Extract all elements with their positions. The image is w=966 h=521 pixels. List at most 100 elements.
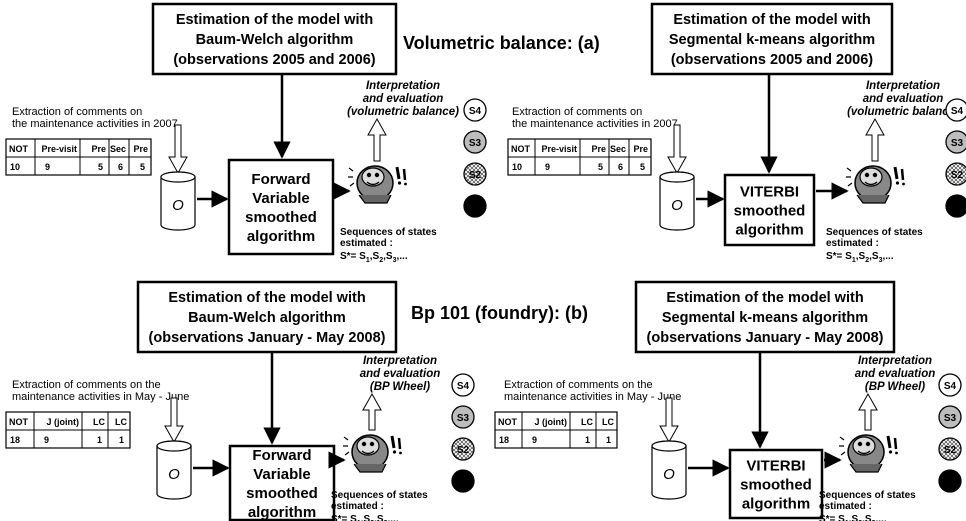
estimation-box: [634, 280, 896, 354]
person-face-shape: [361, 167, 385, 187]
person-figure-icon: [846, 165, 905, 204]
formula-subscript: 2: [865, 257, 869, 264]
state-label-s3: S3: [469, 138, 482, 149]
person-eye-right: [369, 441, 375, 447]
cylinder-top: [156, 440, 192, 452]
person-figure-icon: [348, 165, 407, 204]
formula-text: ,...: [882, 251, 893, 262]
table-value-cell: 1: [97, 435, 102, 445]
interpretation-line-1: Interpretation: [366, 80, 440, 92]
table-value-cell: 5: [598, 162, 603, 172]
exclamation-dot-2: [902, 182, 905, 186]
state-label-s2: S2: [469, 170, 482, 181]
estimation-box: [650, 2, 894, 76]
exclamation-mark-1: [893, 166, 899, 180]
extraction-line-1: Extraction of comments on: [512, 106, 642, 118]
algorithm-box: [723, 173, 816, 247]
estimation-line-1: Estimation of the model with: [673, 12, 870, 28]
person-eye-right: [872, 172, 878, 178]
table-value-cell: 9: [44, 435, 49, 445]
table-value-cell: 1: [606, 435, 611, 445]
interpretation-line-2: and evaluation: [363, 93, 444, 105]
algorithm-box: [228, 444, 336, 521]
interpretation-line-3: (volumetric balance): [847, 106, 959, 118]
estimation-line-1: Estimation of the model with: [666, 290, 863, 306]
extraction-line-1: Extraction of comments on: [12, 106, 142, 118]
estimation-line-3: (observations January - May 2008): [647, 330, 884, 346]
formula-subscript: 3: [879, 257, 883, 264]
table-value-cell: 1: [119, 435, 124, 445]
estimation-line-3: (observations January - May 2008): [149, 330, 386, 346]
exclamation-dot-1: [888, 450, 893, 454]
motion-lines: [348, 167, 355, 187]
person-face-shape: [859, 167, 883, 187]
person-hands: [353, 463, 387, 473]
interpretation-line-2: and evaluation: [360, 368, 441, 380]
algorithm-line-1: VITERBI: [746, 458, 805, 475]
exclamation-mark-1: [390, 435, 396, 449]
table-header-cell: NOT: [9, 144, 29, 154]
exclamation-mark-2: [893, 437, 898, 450]
person-eye-right: [865, 441, 871, 447]
algorithm-line-3: smoothed: [245, 209, 317, 226]
state-label-s3: S3: [457, 413, 470, 424]
formula-text: S*= S: [819, 514, 845, 521]
sequence-line-2: estimated :: [826, 238, 879, 249]
extraction-line-2: maintenance activities in May - June: [504, 391, 681, 403]
state-label-s1: S1: [951, 202, 964, 213]
motion-lines: [343, 436, 350, 456]
state-label-s1: S1: [457, 477, 470, 488]
sequence-formula: S*= S1,S2,S3,...: [819, 514, 887, 521]
estimation-line-1: Estimation of the model with: [176, 12, 373, 28]
interpretation-hollow-arrow: [362, 392, 382, 431]
sequence-formula: S*= S1,S2,S3,...: [340, 251, 408, 264]
sequence-formula: S*= S1,S2,S3,...: [331, 514, 399, 521]
state-label-s4: S4: [457, 381, 470, 392]
interpretation-line-1: Interpretation: [858, 355, 932, 367]
formula-text: ,S: [383, 251, 393, 262]
person-eye-left: [864, 172, 870, 178]
formula-text: ,...: [387, 514, 398, 521]
state-label-s4: S4: [944, 381, 957, 392]
state-circle-s1: [463, 194, 487, 218]
sequence-line-1: Sequences of states: [826, 227, 923, 238]
formula-text: S*= S: [340, 251, 366, 262]
table-value-cell: 5: [640, 162, 645, 172]
table-header-cell: Sec: [110, 144, 126, 154]
algorithm-line-2: Variable: [253, 466, 311, 483]
sequence-line-2: estimated :: [819, 501, 872, 512]
person-hands: [856, 194, 890, 204]
table-value-cell: 9: [45, 162, 50, 172]
algorithm-line-3: smoothed: [246, 485, 318, 502]
observation-label: O: [172, 197, 184, 214]
table-value-cell: 5: [98, 162, 103, 172]
observation-label: O: [168, 466, 180, 483]
motion-lines: [846, 167, 853, 187]
extraction-line-2: the maintenance activities in 2007: [512, 118, 678, 130]
sequence-line-1: Sequences of states: [819, 490, 916, 501]
table-value-cell: 6: [118, 162, 123, 172]
extraction-line-1: Extraction of comments on the: [504, 379, 653, 391]
formula-subscript: 3: [393, 257, 397, 264]
person-eye-left: [361, 441, 367, 447]
interpretation-hollow-arrow: [367, 117, 387, 162]
table-value-cell: 6: [618, 162, 623, 172]
cylinder-top: [160, 171, 196, 183]
estimation-line-2: Baum-Welch algorithm: [188, 310, 346, 326]
state-circle-s4: [463, 98, 487, 122]
table-header-cell: Pre-visit: [541, 144, 577, 154]
table-value-cell: 1: [585, 435, 590, 445]
state-label-s3: S3: [951, 138, 964, 149]
algorithm-line-1: VITERBI: [740, 184, 799, 201]
person-mouth: [864, 181, 878, 186]
state-circle-s3: [463, 130, 487, 154]
interpretation-line-3: (volumetric balance): [347, 106, 459, 118]
state-label-s3: S3: [944, 413, 957, 424]
estimation-line-2: Segmental k-means algorithm: [669, 32, 875, 48]
motion-lines: [839, 436, 846, 456]
algorithm-line-1: Forward: [252, 447, 311, 464]
extraction-line-2: maintenance activities in May - June: [12, 391, 189, 403]
algorithm-box: [728, 448, 824, 520]
